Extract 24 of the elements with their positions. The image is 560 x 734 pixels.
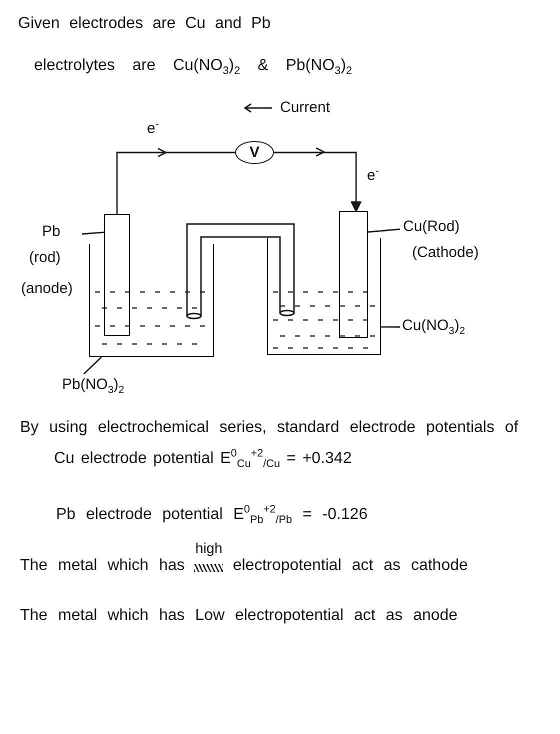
electrolyte-label: Cu(NO$_{3}$)$_{2}$ — [402, 317, 466, 335]
wire-arrow — [116, 148, 235, 214]
leader-line — [82, 232, 104, 235]
direction-label: Current — [280, 99, 330, 117]
voltmeter-label: V — [249, 145, 260, 160]
statement-text: By using electrochemical series, standard electrode potentials of — [20, 418, 518, 438]
electrode-label: (rod) — [29, 249, 61, 267]
leader-line — [368, 228, 400, 233]
electrode-label: Cu(Rod) — [403, 218, 460, 236]
leader-line — [381, 326, 400, 328]
beaker — [89, 244, 214, 357]
electrode-role-label: (Cathode) — [412, 244, 479, 262]
electrode-label: Pb — [42, 223, 60, 241]
lead-rod — [104, 214, 130, 336]
statement-text: The metal which has Low electropotential act as anode — [20, 606, 458, 626]
copper-rod — [339, 211, 368, 338]
electrolyte-label: Pb(NO$_{3}$)$_{2}$ — [62, 376, 124, 394]
beaker — [267, 238, 381, 355]
electrode-role-label: (anode) — [21, 280, 73, 298]
wire-arrow — [274, 147, 362, 212]
statement-text: electrolytes are Cu(NO$_{3}$)$_{2}$ & Pb(NO$_{3}$)$_{2}$ — [34, 56, 352, 76]
statement-text: Given electrodes are Cu and Pb — [18, 14, 271, 34]
leader-line — [83, 356, 102, 374]
voltmeter-circle — [235, 141, 274, 164]
